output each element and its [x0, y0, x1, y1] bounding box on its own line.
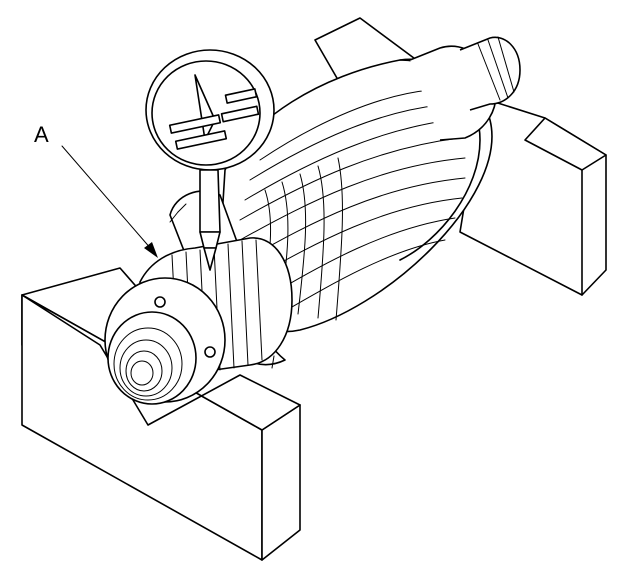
armature-core — [219, 58, 493, 333]
callout-leader-line — [61, 145, 158, 258]
dial-indicator — [145, 49, 275, 271]
rear-shaft — [409, 36, 521, 141]
front-bearing — [104, 277, 226, 405]
callout-label-a: A — [34, 122, 49, 147]
